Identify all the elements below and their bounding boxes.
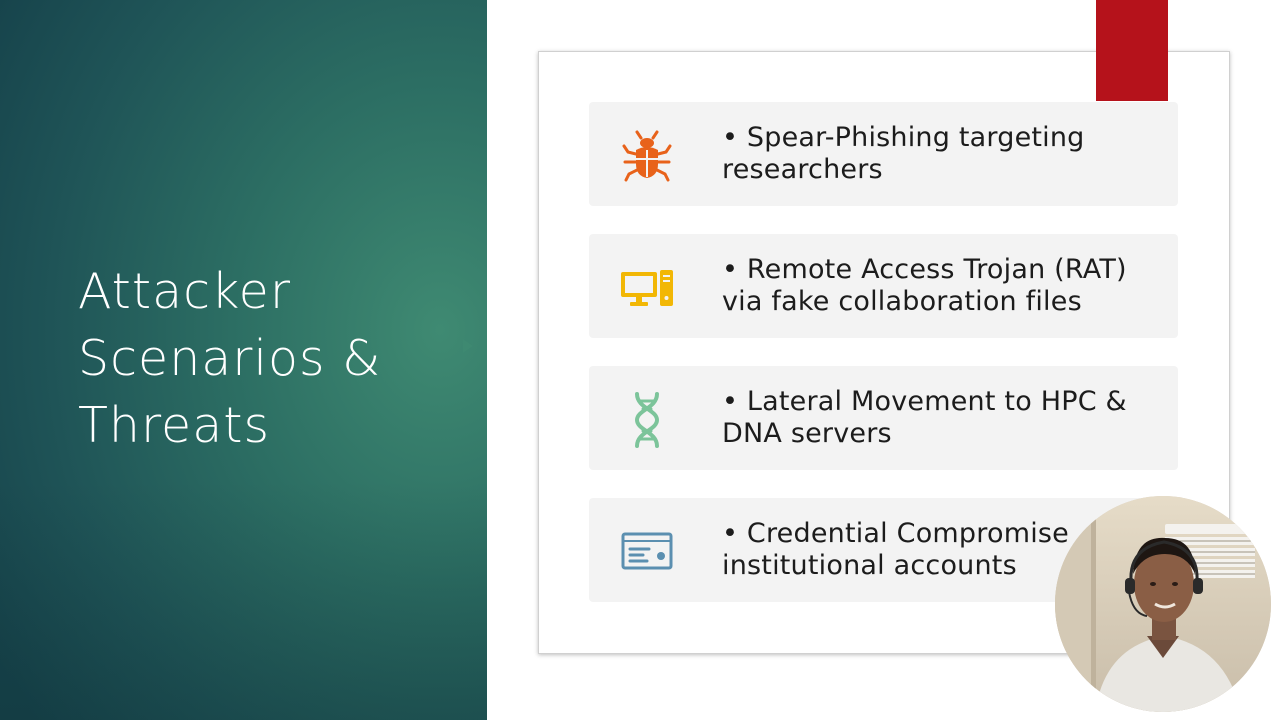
title-line-3: Threats <box>78 397 270 454</box>
item-text: • Lateral Movement to HPC & DNA servers <box>722 386 1127 449</box>
dna-icon <box>619 392 675 448</box>
item-text: • Spear-Phishing targeting researchers <box>722 122 1085 185</box>
item-text: • Credential Compromise institutional ac… <box>722 518 1069 581</box>
presenter-webcam <box>1055 496 1271 712</box>
arrow-marker-icon <box>463 339 473 353</box>
list-item-rat: • Remote Access Trojan (RAT) via fake co… <box>589 234 1178 338</box>
red-accent-tab <box>1096 0 1168 101</box>
list-item-spear-phishing: • Spear-Phishing targeting researchers <box>589 102 1178 206</box>
bug-icon <box>619 128 675 184</box>
item-text: • Remote Access Trojan (RAT) via fake co… <box>722 254 1127 317</box>
list-item-lateral-movement: • Lateral Movement to HPC & DNA servers <box>589 366 1178 470</box>
panel-shade <box>0 480 487 720</box>
title-line-2: Scenarios & <box>78 330 382 387</box>
title-panel <box>0 0 487 720</box>
computer-icon <box>619 260 675 316</box>
title-line-1: Attacker <box>78 263 291 320</box>
credential-card-icon <box>619 524 675 580</box>
slide-title: Attacker Scenarios & Threats <box>78 258 458 459</box>
